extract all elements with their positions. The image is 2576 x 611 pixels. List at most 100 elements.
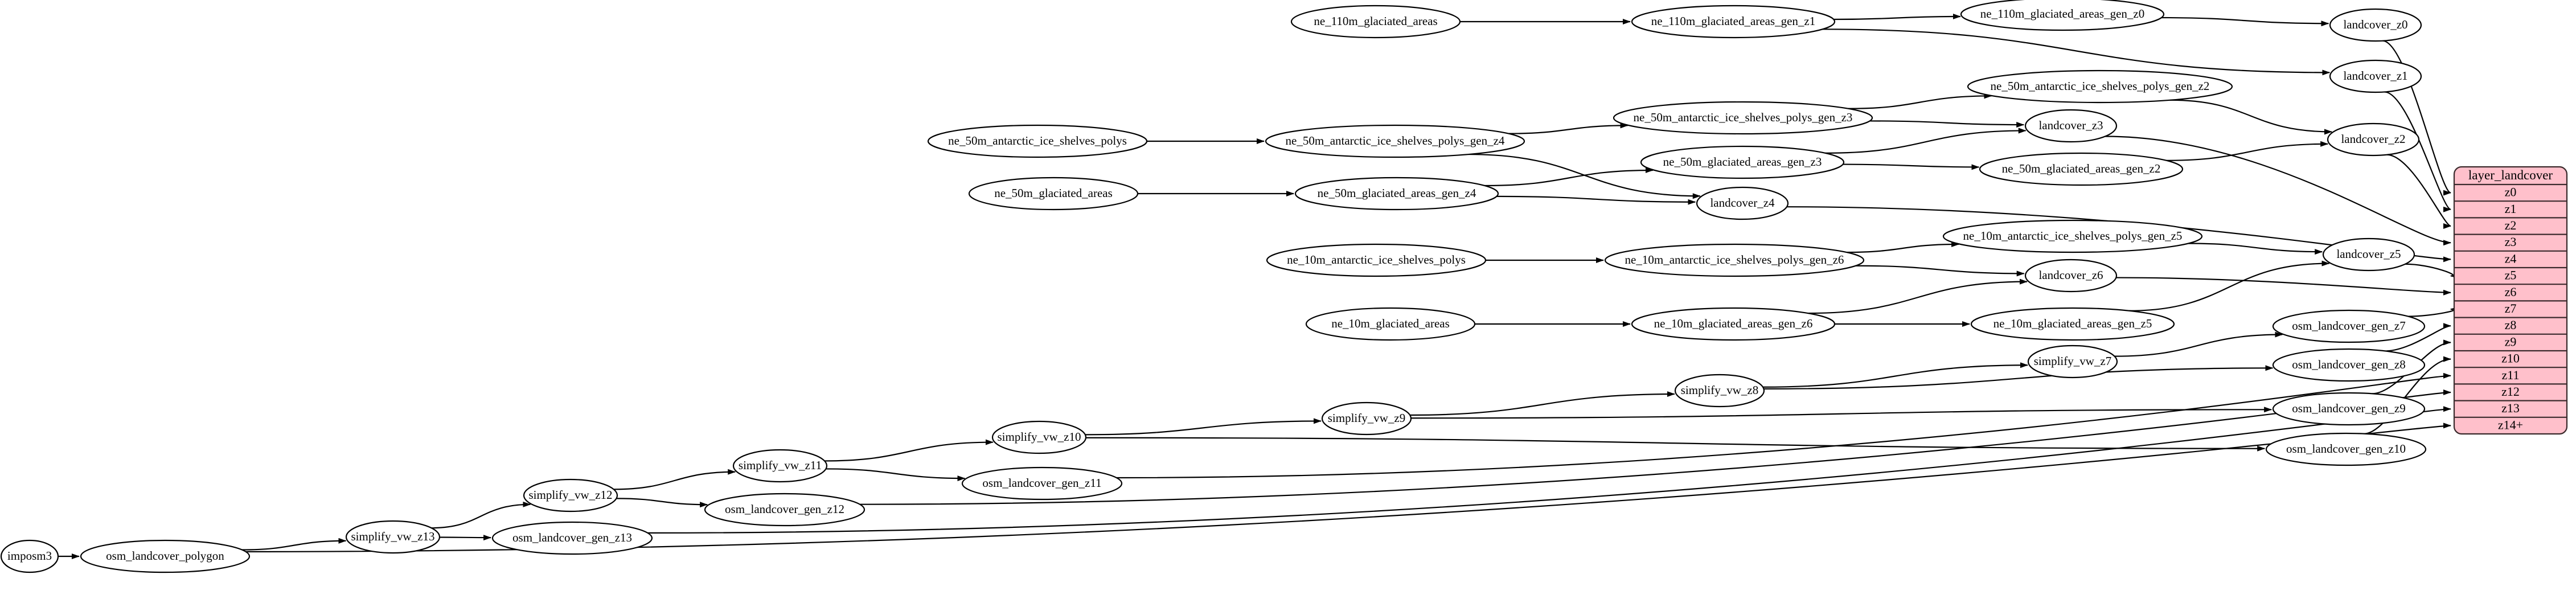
node-shape xyxy=(1960,0,2165,31)
node-label: landcover_z1 xyxy=(2343,69,2407,83)
table-row-z5[interactable]: z5 xyxy=(2505,268,2517,282)
table-row-z1[interactable]: z1 xyxy=(2505,202,2517,216)
edge-simplify_vw_z12-to-simplify_vw_z11 xyxy=(613,469,736,490)
edge-ne_50m_glaciated_areas_gen_z3-to-ne_50m_glaciated_areas_gen_z2 xyxy=(1843,163,1980,170)
node-osm_landcover_gen_z8[interactable]: osm_landcover_gen_z8 xyxy=(2272,348,2426,382)
edge-simplify_vw_z10-to-simplify_vw_z9 xyxy=(1085,418,1322,436)
node-label: ne_10m_glaciated_areas xyxy=(1331,317,1450,330)
node-label: simplify_vw_z13 xyxy=(351,530,435,543)
node-shape xyxy=(704,493,865,527)
table-row-z14plus[interactable]: z14+ xyxy=(2498,417,2523,432)
edge-simplify_vw_z9-to-simplify_vw_z8 xyxy=(1410,391,1675,416)
table-row-z7[interactable]: z7 xyxy=(2505,301,2517,315)
node-simplify_vw_z10[interactable]: simplify_vw_z10 xyxy=(991,420,1087,454)
node-landcover_z5[interactable]: landcover_z5 xyxy=(2322,237,2415,272)
node-ne_110m_glaciated_areas_gen_z1[interactable]: ne_110m_glaciated_areas_gen_z1 xyxy=(1631,5,1836,39)
node-osm_landcover_polygon[interactable]: osm_landcover_polygon xyxy=(80,539,251,573)
edge-ne_50m_glaciated_areas_gen_z3-to-landcover_z3 xyxy=(1825,128,2027,154)
node-label: osm_landcover_gen_z10 xyxy=(2286,442,2406,456)
table-row-z13[interactable]: z13 xyxy=(2501,401,2520,415)
table-row-z2[interactable]: z2 xyxy=(2505,218,2517,232)
node-shape xyxy=(2327,122,2420,157)
edge-ne_50m_antarctic_ice_shelves_polys_gen_z3-to-landcover_z3 xyxy=(1869,120,2025,128)
node-shape xyxy=(1631,307,1836,341)
edge-osm_landcover_gen_z8-to-layer_landcover_z8 xyxy=(2385,323,2451,352)
node-ne_10m_glaciated_areas[interactable]: ne_10m_glaciated_areas xyxy=(1305,307,1476,341)
node-simplify_vw_z11[interactable]: simplify_vw_z11 xyxy=(732,449,828,483)
node-shape xyxy=(1979,152,2184,186)
table-row-z11[interactable]: z11 xyxy=(2502,368,2520,382)
node-osm_landcover_gen_z7[interactable]: osm_landcover_gen_z7 xyxy=(2272,309,2426,343)
table-row-z10[interactable]: z10 xyxy=(2501,351,2520,366)
node-label: osm_landcover_gen_z11 xyxy=(982,476,1101,490)
node-label: osm_landcover_gen_z12 xyxy=(725,502,844,516)
node-shape xyxy=(2329,59,2422,93)
table-row-z12[interactable]: z12 xyxy=(2501,384,2520,399)
node-osm_landcover_gen_z10[interactable]: osm_landcover_gen_z10 xyxy=(2265,432,2427,466)
edge-simplify_vw_z9-to-osm_landcover_gen_z9 xyxy=(1410,407,2273,419)
node-landcover_z6[interactable]: landcover_z6 xyxy=(2024,259,2118,293)
node-ne_10m_antarctic_ice_shelves_polys[interactable]: ne_10m_antarctic_ice_shelves_polys xyxy=(1266,243,1487,277)
node-ne_50m_glaciated_areas_gen_z3[interactable]: ne_50m_glaciated_areas_gen_z3 xyxy=(1640,145,1845,179)
node-shape xyxy=(2329,8,2422,42)
edge-simplify_vw_z10-to-osm_landcover_gen_z10 xyxy=(1085,437,2266,452)
node-osm_landcover_gen_z11[interactable]: osm_landcover_gen_z11 xyxy=(961,466,1123,501)
node-ne_50m_glaciated_areas[interactable]: ne_50m_glaciated_areas xyxy=(968,177,1139,211)
node-ne_10m_antarctic_ice_shelves_polys_gen_z6[interactable]: ne_10m_antarctic_ice_shelves_polys_gen_z… xyxy=(1604,243,1865,277)
node-shape xyxy=(1266,243,1487,277)
node-label: landcover_z6 xyxy=(2038,268,2103,282)
table-row-z0[interactable]: z0 xyxy=(2505,185,2517,199)
node-shape xyxy=(1265,124,1525,158)
edge-ne_10m_glaciated_areas_gen_z6-to-landcover_z6 xyxy=(1808,278,2028,314)
node-imposm3[interactable]: imposm3 xyxy=(0,539,59,573)
node-simplify_vw_z8[interactable]: simplify_vw_z8 xyxy=(1674,374,1765,408)
node-landcover_z4[interactable]: landcover_z4 xyxy=(1696,186,1789,220)
edge-ne_10m_antarctic_ice_shelves_polys_gen_z6-to-ne_10m_antarctic_ice_shelves_polys_gen_z5 xyxy=(1846,241,1960,253)
node-simplify_vw_z9[interactable]: simplify_vw_z9 xyxy=(1321,401,1412,436)
node-ne_50m_antarctic_ice_shelves_polys_gen_z2[interactable]: ne_50m_antarctic_ice_shelves_polys_gen_z… xyxy=(1967,69,2233,104)
node-ne_50m_antarctic_ice_shelves_polys_gen_z4[interactable]: ne_50m_antarctic_ice_shelves_polys_gen_z… xyxy=(1265,124,1525,158)
edge-ne_10m_glaciated_areas_gen_z5-to-landcover_z5 xyxy=(2129,260,2330,311)
table-row-z6[interactable]: z6 xyxy=(2505,285,2517,299)
table-row-z4[interactable]: z4 xyxy=(2505,251,2517,265)
edge-simplify_vw_z11-to-osm_landcover_gen_z11 xyxy=(826,468,966,482)
node-osm_landcover_gen_z13[interactable]: osm_landcover_gen_z13 xyxy=(491,521,653,555)
node-shape xyxy=(491,521,653,555)
node-simplify_vw_z12[interactable]: simplify_vw_z12 xyxy=(523,478,618,512)
table-row-z8[interactable]: z8 xyxy=(2505,318,2517,332)
node-ne_50m_glaciated_areas_gen_z2[interactable]: ne_50m_glaciated_areas_gen_z2 xyxy=(1979,152,2184,186)
node-ne_110m_glaciated_areas[interactable]: ne_110m_glaciated_areas xyxy=(1290,5,1461,39)
node-label: ne_50m_antarctic_ice_shelves_polys_gen_z… xyxy=(1991,79,2210,93)
node-osm_landcover_gen_z12[interactable]: osm_landcover_gen_z12 xyxy=(704,493,865,527)
node-landcover_z0[interactable]: landcover_z0 xyxy=(2329,8,2422,42)
node-label: landcover_z4 xyxy=(1710,196,1775,210)
node-landcover_z1[interactable]: landcover_z1 xyxy=(2329,59,2422,93)
node-osm_landcover_gen_z9[interactable]: osm_landcover_gen_z9 xyxy=(2272,392,2426,426)
node-landcover_z2[interactable]: landcover_z2 xyxy=(2327,122,2420,157)
node-label: imposm3 xyxy=(7,549,52,563)
node-simplify_vw_z13[interactable]: simplify_vw_z13 xyxy=(345,520,441,554)
node-ne_50m_antarctic_ice_shelves_polys_gen_z3[interactable]: ne_50m_antarctic_ice_shelves_polys_gen_z… xyxy=(1613,101,1873,135)
edge-ne_50m_glaciated_areas_gen_z4-to-landcover_z4 xyxy=(1496,195,1696,205)
node-ne_10m_antarctic_ice_shelves_polys_gen_z5[interactable]: ne_10m_antarctic_ice_shelves_polys_gen_z… xyxy=(1942,219,2203,253)
node-label: ne_110m_glaciated_areas xyxy=(1314,14,1437,28)
node-ne_10m_glaciated_areas_gen_z6[interactable]: ne_10m_glaciated_areas_gen_z6 xyxy=(1631,307,1836,341)
node-label: osm_landcover_polygon xyxy=(106,549,224,563)
node-ne_10m_glaciated_areas_gen_z5[interactable]: ne_10m_glaciated_areas_gen_z5 xyxy=(1970,307,2175,341)
node-ne_50m_antarctic_ice_shelves_polys[interactable]: ne_50m_antarctic_ice_shelves_polys xyxy=(927,124,1148,158)
node-simplify_vw_z7[interactable]: simplify_vw_z7 xyxy=(2027,345,2118,379)
node-ne_50m_glaciated_areas_gen_z4[interactable]: ne_50m_glaciated_areas_gen_z4 xyxy=(1294,177,1499,211)
node-label: ne_50m_glaciated_areas_gen_z3 xyxy=(1663,155,1822,169)
node-shape xyxy=(1674,374,1765,408)
node-landcover_z3[interactable]: landcover_z3 xyxy=(2024,109,2118,143)
node-label: ne_50m_glaciated_areas_gen_z2 xyxy=(2002,162,2161,175)
node-label: landcover_z5 xyxy=(2336,247,2401,261)
node-shape xyxy=(1631,5,1836,39)
node-ne_110m_glaciated_areas_gen_z0[interactable]: ne_110m_glaciated_areas_gen_z0 xyxy=(1960,0,2165,31)
edge-landcover_z6-to-layer_landcover_z6 xyxy=(2116,277,2451,296)
table-row-z9[interactable]: z9 xyxy=(2505,334,2517,348)
edge-osm_landcover_gen_z7-to-layer_landcover_z7 xyxy=(2408,306,2459,317)
table-row-z3[interactable]: z3 xyxy=(2505,235,2517,249)
node-shape xyxy=(1613,101,1873,135)
